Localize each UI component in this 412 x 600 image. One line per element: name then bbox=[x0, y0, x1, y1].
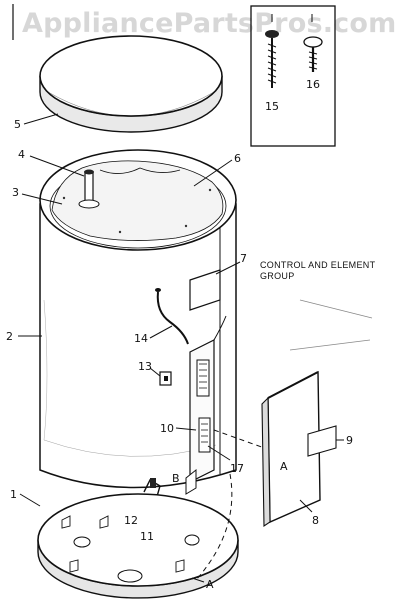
leader-13 bbox=[149, 367, 161, 377]
callout-10: 10 bbox=[160, 422, 174, 435]
watermark-text: AppliancePartsPros.com bbox=[22, 8, 397, 39]
leader-3 bbox=[21, 193, 63, 205]
control-element-group-label-line1: CONTROL AND ELEMENT bbox=[260, 260, 376, 270]
cover-label-part-9 bbox=[307, 425, 337, 457]
callout-12: 12 bbox=[124, 514, 138, 527]
leader-10 bbox=[175, 427, 197, 431]
callout-13: 13 bbox=[138, 360, 152, 373]
callout-4: 4 bbox=[18, 148, 25, 161]
leader-17 bbox=[207, 445, 231, 461]
callout-a-cover: A bbox=[280, 460, 288, 473]
callout-8: 8 bbox=[312, 514, 319, 527]
callout-17: 17 bbox=[230, 462, 244, 475]
dashed-assembly-line-b bbox=[195, 473, 233, 581]
callout-15: 15 bbox=[265, 100, 279, 113]
access-cover-part-8 bbox=[261, 370, 321, 528]
clip-part-13 bbox=[159, 371, 172, 386]
leader-14 bbox=[149, 325, 173, 339]
tank-top-insulation-part-6 bbox=[39, 149, 237, 251]
callout-7: 7 bbox=[240, 252, 247, 265]
screw-part-15 bbox=[265, 30, 279, 88]
leader-1 bbox=[19, 493, 41, 507]
leader-6 bbox=[193, 159, 233, 187]
leader-8 bbox=[299, 499, 313, 513]
callout-a-base: A bbox=[206, 578, 214, 591]
callout-b: B bbox=[172, 472, 180, 485]
top-cover-part-5 bbox=[39, 35, 223, 133]
screw-part-16 bbox=[303, 36, 323, 72]
callout-3: 3 bbox=[12, 186, 19, 199]
leader-5 bbox=[23, 113, 59, 125]
bracket-part-b bbox=[185, 468, 197, 495]
label-plate-part-7 bbox=[189, 269, 221, 311]
leader-4 bbox=[29, 155, 85, 177]
faint-guide-lines bbox=[289, 299, 373, 351]
callout-6: 6 bbox=[234, 152, 241, 165]
wire-part-14 bbox=[155, 288, 189, 345]
callout-16: 16 bbox=[306, 78, 320, 91]
leader-a-bottom bbox=[191, 577, 205, 583]
leader-7 bbox=[215, 261, 241, 275]
drain-fitting-part-12 bbox=[143, 478, 161, 501]
tank-body-part-2 bbox=[39, 203, 237, 489]
callout-1: 1 bbox=[10, 488, 17, 501]
callout-5: 5 bbox=[14, 118, 21, 131]
callout-2: 2 bbox=[6, 330, 13, 343]
dashed-assembly-line-a bbox=[213, 429, 271, 451]
callout-9: 9 bbox=[346, 434, 353, 447]
callout-11: 11 bbox=[140, 530, 154, 543]
control-element-group-label-line2: GROUP bbox=[260, 271, 295, 281]
base-pan-part-1 bbox=[37, 493, 239, 599]
screw-inset-box bbox=[250, 5, 336, 147]
callout-14: 14 bbox=[134, 332, 148, 345]
top-fitting-part-4 bbox=[78, 169, 100, 209]
